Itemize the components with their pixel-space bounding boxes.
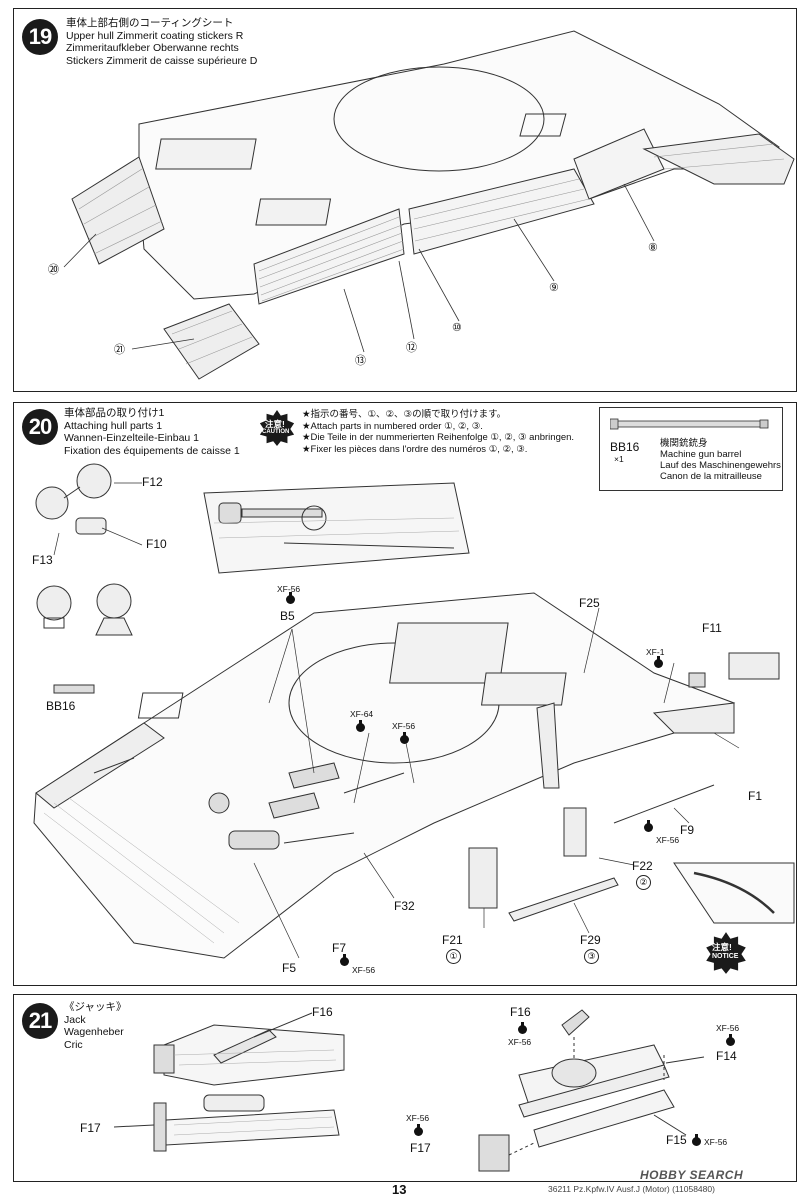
paint-dot-f17-icon <box>414 1124 423 1136</box>
jack-assembly-drawing <box>14 995 798 1183</box>
label-f21: F21 <box>442 933 463 947</box>
step-21-title-jp: 《ジャッキ》 <box>64 1001 127 1013</box>
step-21-title-fr: Cric <box>64 1038 83 1051</box>
label-f32: F32 <box>394 899 415 913</box>
paint-xf1: XF-1 <box>646 647 665 657</box>
caution-line-fr: ★Fixer les pièces dans l'ordre des numér… <box>302 443 528 455</box>
step-21-title-en: Jack <box>64 1013 86 1026</box>
callout-12: ⑫ <box>406 342 417 354</box>
step21-label-f16-b: F16 <box>510 1005 531 1019</box>
caution-badge-jp: 注意! <box>265 419 285 429</box>
paint-dot-f15-icon <box>692 1134 701 1146</box>
bb16-name-en: Machine gun barrel <box>660 449 742 460</box>
label-f29: F29 <box>580 933 601 947</box>
paint-dot-f16-icon <box>518 1022 527 1034</box>
label-bb16: BB16 <box>46 699 76 713</box>
paint-dot-f14-icon <box>726 1034 735 1046</box>
step-21-titles: 《ジャッキ》 Jack Wagenheber Cric <box>64 1001 126 1051</box>
step21-paint-xf56-f15: XF-56 <box>704 1137 728 1147</box>
label-f11: F11 <box>702 621 722 635</box>
paint-dot-xf56a-icon <box>400 732 409 744</box>
callout-8: ⑧ <box>648 242 658 254</box>
notice-badge-jp: 注意! <box>712 942 732 952</box>
label-f12: F12 <box>142 475 163 489</box>
bb16-name-jp: 機関銃銃身 <box>660 438 708 449</box>
step-20-title-fr: Fixation des équipements de caisse 1 <box>64 444 240 457</box>
label-f7: F7 <box>332 941 347 955</box>
parts-box-bb16: BB16 ×1 機関銃銃身 Machine gun barrel Lauf de… <box>599 407 783 491</box>
notice-badge-en: NOTICE <box>712 953 739 960</box>
step21-label-f16-a: F16 <box>312 1005 333 1019</box>
paint-dot-f9-icon <box>644 820 653 832</box>
label-b5: B5 <box>280 609 295 623</box>
order-3: ③ <box>584 949 599 964</box>
bb16-name-de: Lauf des Maschinengewehrs <box>660 460 781 471</box>
bb16-code: BB16 <box>610 440 640 454</box>
hull-parts-assembly-drawing <box>14 403 798 987</box>
label-f9: F9 <box>680 823 695 837</box>
step-19-title-jp: 車体上部右側のコーティングシート <box>66 17 234 29</box>
label-f10: F10 <box>146 537 167 551</box>
step21-label-f17-a: F17 <box>80 1121 101 1135</box>
caution-badge-en: CAUTION <box>262 429 290 435</box>
label-f22: F22 <box>632 859 653 873</box>
step21-label-f14: F14 <box>716 1049 737 1063</box>
step21-paint-xf56-f17: XF-56 <box>406 1113 430 1123</box>
order-2: ② <box>636 875 651 890</box>
step-21-number: 21 <box>22 1003 58 1039</box>
paint-xf56-f7: XF-56 <box>352 965 376 975</box>
step-20-title-en: Attaching hull parts 1 <box>64 419 163 432</box>
step-21-title-de: Wagenheber <box>64 1026 124 1038</box>
caution-badge-icon <box>259 409 295 447</box>
label-f25: F25 <box>579 596 600 610</box>
paint-xf56-b5: XF-56 <box>277 584 301 594</box>
label-f1: F1 <box>748 789 763 803</box>
label-f5: F5 <box>282 961 297 975</box>
step-19-title-fr: Stickers Zimmerit de caisse supérieure D <box>66 54 258 67</box>
paint-xf56-a: XF-56 <box>392 721 416 731</box>
paint-dot-f7-icon <box>340 954 349 966</box>
step-20-number: 20 <box>22 409 58 445</box>
step-21-panel: 21 《ジャッキ》 Jack Wagenheber Cric <box>13 994 797 1182</box>
paint-xf64: XF-64 <box>350 709 374 719</box>
callout-21: ㉑ <box>114 344 125 356</box>
bb16-names: 機関銃銃身 Machine gun barrel Lauf des Maschi… <box>660 438 781 482</box>
step-20-title-de: Wannen-Einzelteile-Einbau 1 <box>64 432 200 444</box>
step-20-panel: 20 車体部品の取り付け1 Attaching hull parts 1 Wan… <box>13 402 797 986</box>
step21-label-f15: F15 <box>666 1133 687 1147</box>
paint-dot-xf64-icon <box>356 720 365 732</box>
caution-text-block: ★指示の番号、①、②、③の順で取り付けます。 ★Attach parts in … <box>302 409 574 455</box>
order-1: ① <box>446 949 461 964</box>
step-19-number: 19 <box>22 19 58 55</box>
label-f13: F13 <box>32 553 53 567</box>
caution-line-jp: ★指示の番号、①、②、③の順で取り付けます。 <box>302 409 507 420</box>
bb16-qty: ×1 <box>614 454 624 464</box>
watermark: HOBBY SEARCH <box>640 1168 744 1182</box>
callout-9: ⑨ <box>549 282 559 294</box>
caution-line-en: ★Attach parts in numbered order ①, ②, ③. <box>302 420 483 432</box>
step21-paint-xf56-f14: XF-56 <box>716 1023 740 1033</box>
caution-line-de: ★Die Teile in der nummerierten Reihenfol… <box>302 432 575 443</box>
callout-10: ⑩ <box>452 322 462 334</box>
callout-20: ⑳ <box>48 264 59 276</box>
paint-dot-xf1-icon <box>654 656 663 668</box>
upper-hull-zimmerit-drawing <box>14 9 798 393</box>
step-19-panel: 19 車体上部右側のコーティングシート Upper hull Zimmerit … <box>13 8 797 392</box>
page-number: 13 <box>392 1182 407 1197</box>
step21-paint-xf56-f16: XF-56 <box>508 1037 532 1047</box>
bb16-name-fr: Canon de la mitrailleuse <box>660 471 762 482</box>
product-code: 36211 Pz.Kpfw.IV Ausf.J (Motor) (1105848… <box>548 1184 715 1194</box>
callout-13: ⑬ <box>355 355 366 367</box>
step-19-title-de: Zimmeritaufkleber Oberwanne rechts <box>66 42 239 54</box>
step-19-title-en: Upper hull Zimmerit coating stickers R <box>66 29 244 42</box>
step-20-title-jp: 車体部品の取り付け1 <box>64 407 165 419</box>
machine-gun-barrel-icon <box>610 418 769 430</box>
paint-dot-b5-icon <box>286 592 295 604</box>
paint-xf56-f9: XF-56 <box>656 835 680 845</box>
step21-label-f17-b: F17 <box>410 1141 431 1155</box>
step-19-titles: 車体上部右側のコーティングシート Upper hull Zimmerit coa… <box>66 17 257 67</box>
step-20-titles: 車体部品の取り付け1 Attaching hull parts 1 Wannen… <box>64 407 240 457</box>
notice-badge-icon <box>706 932 746 974</box>
